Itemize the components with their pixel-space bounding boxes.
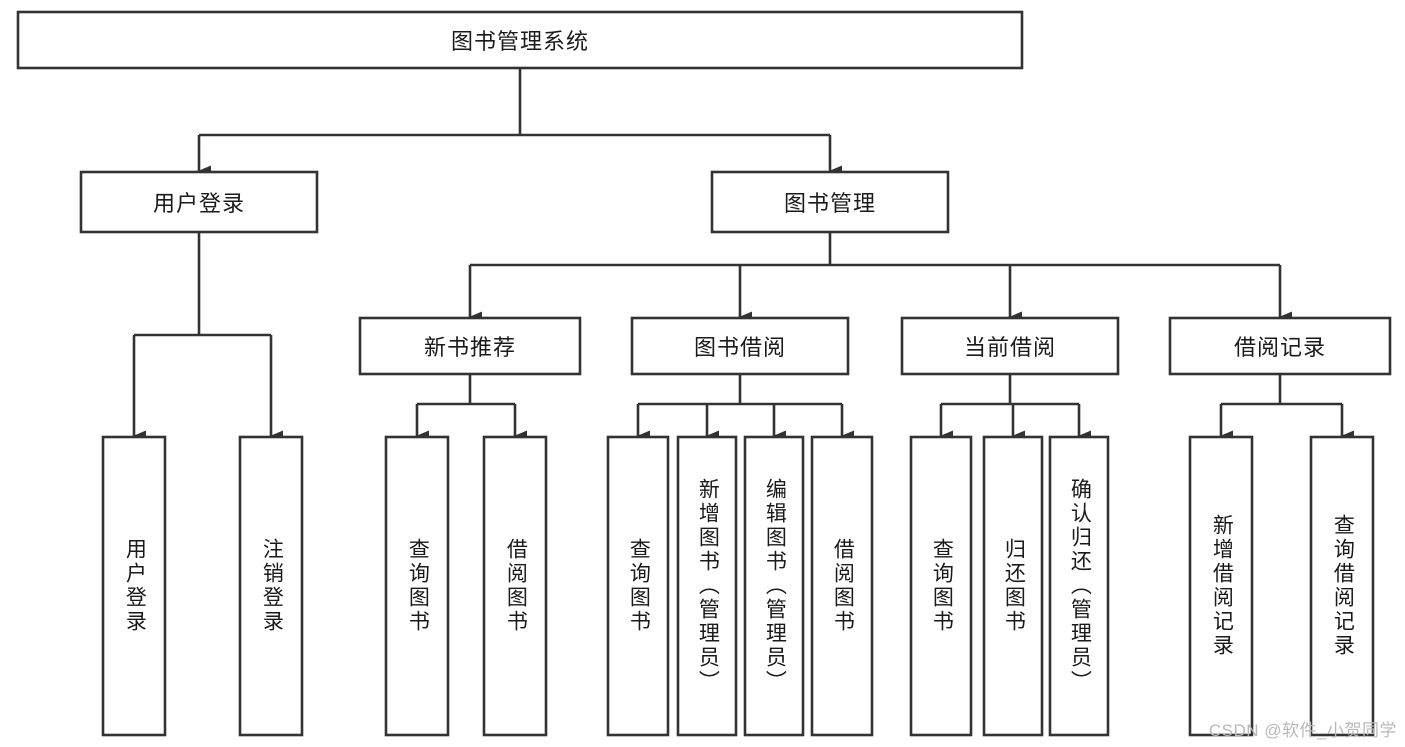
edges-layer xyxy=(132,68,1354,442)
node-box-leaf-query-record[interactable] xyxy=(1309,435,1375,737)
watermark-text: CSDN @软件_小贺同学 xyxy=(1208,721,1397,740)
node-box-leaf-query-book-current[interactable] xyxy=(909,435,973,737)
node-box-current-borrow[interactable] xyxy=(900,316,1120,376)
node-box-leaf-logout[interactable] xyxy=(238,435,304,737)
node-box-borrow-record[interactable] xyxy=(1168,316,1392,376)
node-box-leaf-query-book-new[interactable] xyxy=(384,435,450,737)
node-box-new-book-recommend[interactable] xyxy=(358,316,582,376)
node-box-leaf-query-book-borrow[interactable] xyxy=(606,435,670,737)
node-box-leaf-add-book[interactable] xyxy=(676,435,738,737)
node-box-leaf-add-record[interactable] xyxy=(1188,435,1254,737)
node-box-leaf-return-book[interactable] xyxy=(982,435,1044,737)
node-box-leaf-user-login[interactable] xyxy=(101,435,167,737)
node-box-user-login[interactable] xyxy=(79,170,319,234)
node-box-book-borrow[interactable] xyxy=(630,316,850,376)
node-box-leaf-borrow-book-new[interactable] xyxy=(482,435,548,737)
node-box-leaf-confirm-return[interactable] xyxy=(1048,435,1110,737)
node-box-leaf-edit-book[interactable] xyxy=(743,435,805,737)
boxes-layer xyxy=(16,10,1392,737)
node-box-root[interactable] xyxy=(16,10,1024,70)
node-box-leaf-borrow-book[interactable] xyxy=(810,435,874,737)
node-box-book-manage[interactable] xyxy=(710,170,950,234)
